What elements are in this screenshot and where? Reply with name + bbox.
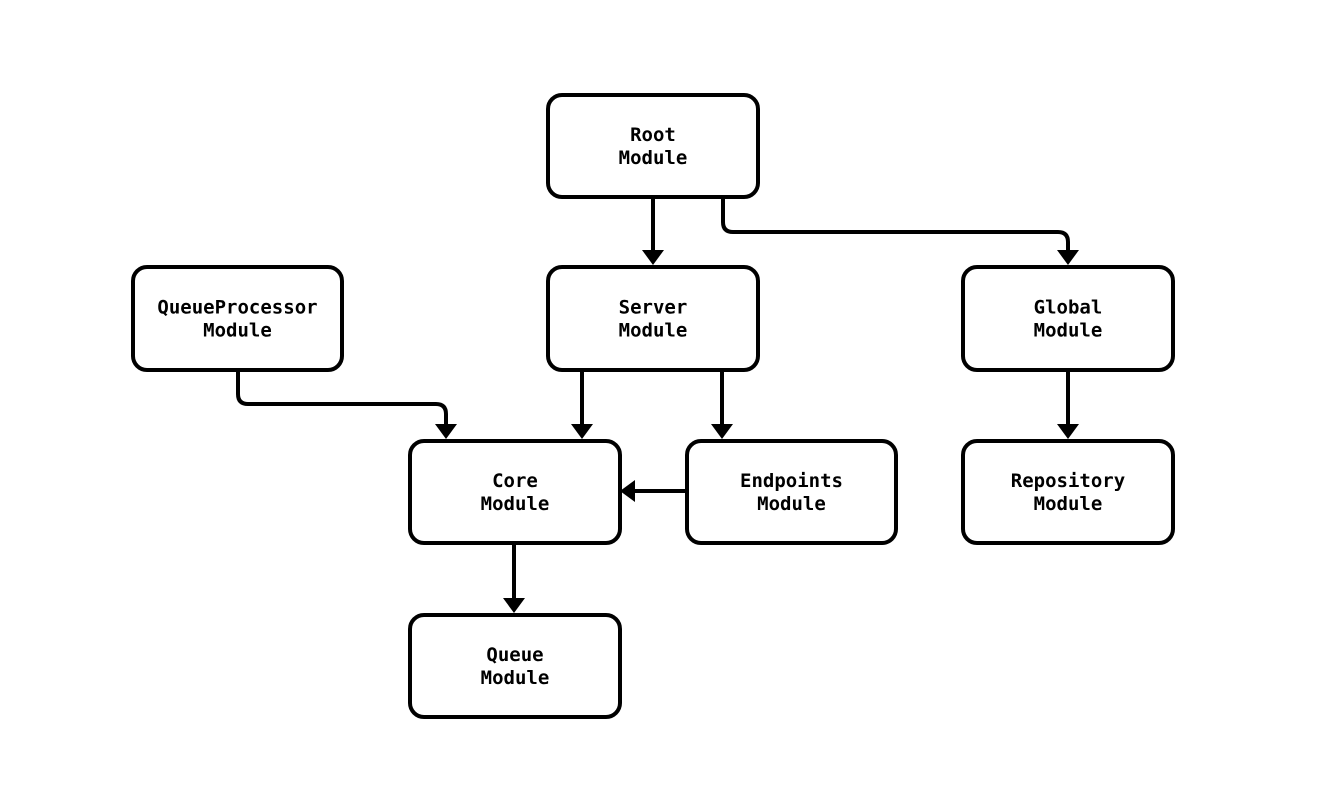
edge-core-to-queue (503, 543, 525, 613)
node-label-line2: Module (203, 319, 272, 341)
arrow-head-icon (620, 480, 635, 502)
arrow-head-icon (711, 424, 733, 439)
node-box[interactable] (546, 265, 760, 372)
edge-line (236, 370, 448, 427)
node-label-line1: QueueProcessor (157, 296, 317, 318)
edge-endpoints-to-core (620, 480, 687, 502)
node-label-line1: Root (630, 124, 676, 146)
edges-layer (236, 197, 1079, 613)
arrow-head-icon (503, 598, 525, 613)
node-label-line1: Server (619, 296, 688, 318)
edge-server-to-core (571, 370, 593, 439)
node-box[interactable] (131, 265, 344, 372)
node-label-line2: Module (1034, 493, 1103, 515)
arrow-head-icon (435, 424, 457, 439)
node-label-line2: Module (1034, 319, 1103, 341)
arrow-head-icon (571, 424, 593, 439)
node-label-line1: Endpoints (740, 470, 843, 492)
node-label-line1: Queue (486, 644, 543, 666)
edge-root-to-server (642, 197, 664, 265)
edge-server-to-endpoints (711, 370, 733, 439)
arrow-head-icon (642, 250, 664, 265)
edge-queueprocessor-to-core (236, 370, 457, 439)
edge-line (721, 197, 1070, 253)
edge-global-to-repository (1057, 370, 1079, 439)
node-label-line2: Module (481, 493, 550, 515)
node-box[interactable] (546, 93, 760, 199)
node-box[interactable] (408, 439, 622, 545)
node-box[interactable] (961, 439, 1175, 545)
node-box[interactable] (408, 613, 622, 719)
node-label-line2: Module (619, 147, 688, 169)
arrow-head-icon (1057, 424, 1079, 439)
node-box[interactable] (685, 439, 898, 545)
node-label-line2: Module (619, 319, 688, 341)
node-label-line2: Module (481, 667, 550, 689)
arrow-head-icon (1057, 250, 1079, 265)
node-label-line1: Core (492, 470, 538, 492)
node-box[interactable] (961, 265, 1175, 372)
edge-root-to-global (721, 197, 1079, 265)
node-label-line1: Repository (1011, 470, 1125, 492)
node-label-line1: Global (1034, 296, 1103, 318)
node-label-line2: Module (757, 493, 826, 515)
